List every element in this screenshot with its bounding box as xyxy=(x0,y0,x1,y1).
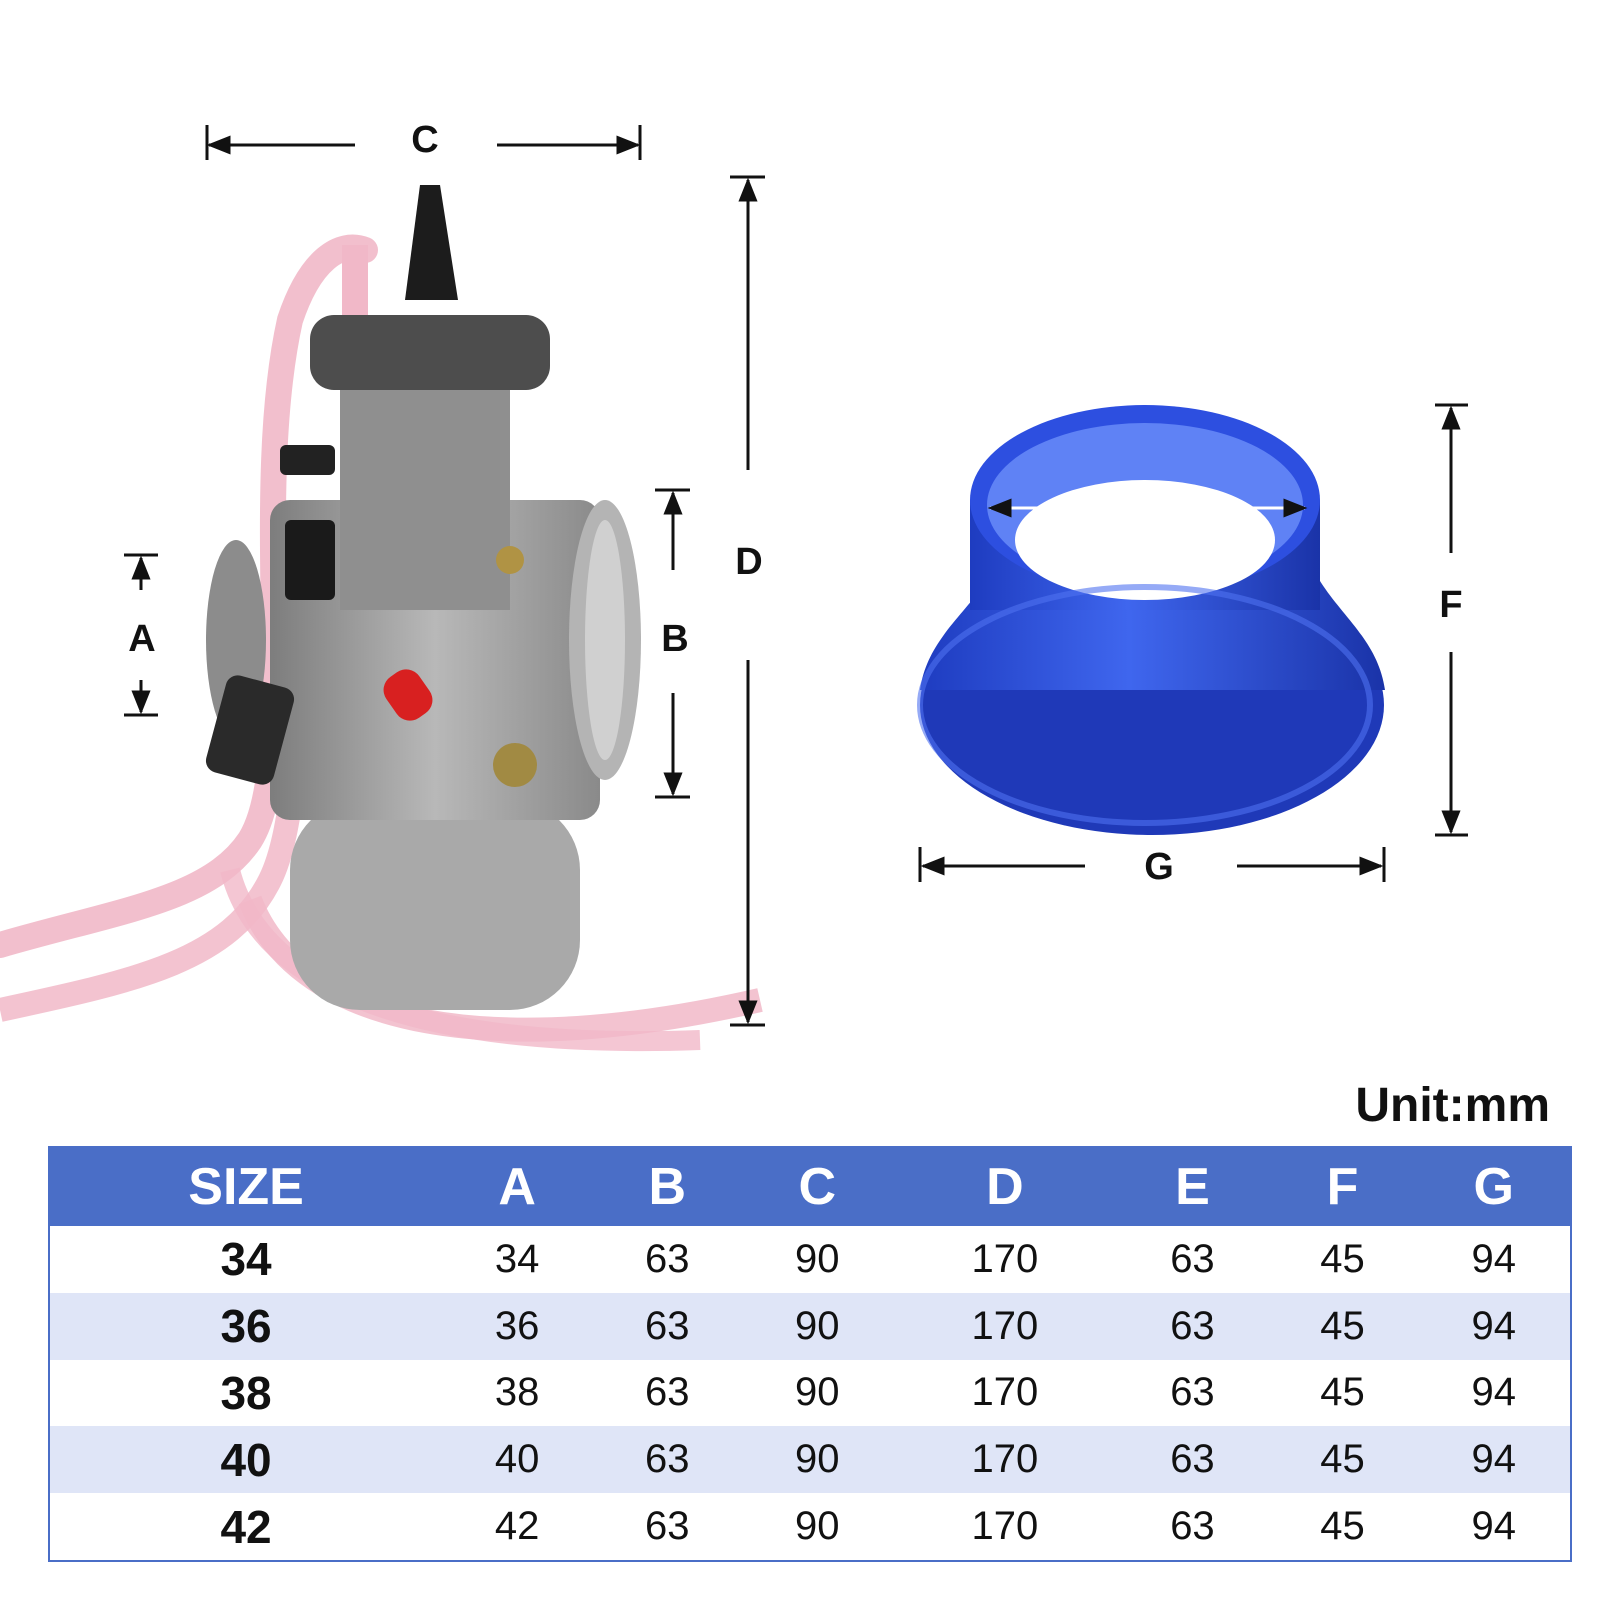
size-cell: 38 xyxy=(220,1366,272,1419)
table-cell: 63 xyxy=(1170,1370,1215,1415)
product-illustration: C D B A E F G xyxy=(0,119,1468,1052)
size-spec-table: SIZE A B C D E F G 34 34 63 90 170 63 45… xyxy=(48,1146,1572,1562)
table-cell: 63 xyxy=(1170,1504,1215,1548)
table-cell: 170 xyxy=(892,1292,1118,1360)
table-cell: 90 xyxy=(795,1504,840,1548)
dim-label-e: E xyxy=(1138,484,1163,526)
table-cell: 38 xyxy=(494,1370,540,1415)
table-row: 36 36 63 90 170 63 45 94 xyxy=(49,1292,1571,1360)
table-cell: 45 xyxy=(1267,1426,1418,1493)
size-cell: 42 xyxy=(220,1500,272,1553)
table-cell: 63 xyxy=(1170,1236,1215,1281)
velocity-stack-image xyxy=(917,405,1385,835)
table-cell: 63 xyxy=(1117,1426,1268,1493)
dim-label-c: C xyxy=(411,119,438,161)
table-header-row: SIZE A B C D E F G xyxy=(49,1147,1571,1226)
header-b: B xyxy=(592,1147,743,1226)
table-cell: 94 xyxy=(1471,1370,1517,1415)
table-cell: 36 xyxy=(442,1292,593,1360)
table-cell: 90 xyxy=(795,1370,840,1415)
dim-label-f: F xyxy=(1439,584,1462,626)
header-e: E xyxy=(1117,1147,1268,1226)
table-cell: 34 xyxy=(494,1236,540,1281)
table-cell: 63 xyxy=(644,1370,690,1415)
table-cell: 90 xyxy=(795,1236,840,1281)
table-cell: 45 xyxy=(1267,1292,1418,1360)
table-row: 34 34 63 90 170 63 45 94 xyxy=(49,1226,1571,1293)
header-g: G xyxy=(1417,1147,1571,1226)
table-cell: 170 xyxy=(971,1504,1039,1548)
table-cell: 63 xyxy=(1117,1292,1268,1360)
table-cell: 94 xyxy=(1471,1504,1517,1548)
table-cell: 63 xyxy=(592,1292,743,1360)
unit-label: Unit:mm xyxy=(1355,1079,1550,1132)
table-cell: 42 xyxy=(494,1504,540,1548)
table-cell: 90 xyxy=(742,1292,893,1360)
dimension-lines xyxy=(124,125,1468,1027)
table-cell: 170 xyxy=(892,1426,1118,1493)
table-row: 42 42 63 90 170 63 45 94 xyxy=(49,1493,1571,1561)
size-cell: 40 xyxy=(49,1426,443,1493)
dim-label-a: A xyxy=(128,618,155,660)
table-cell: 63 xyxy=(644,1236,690,1281)
table-cell: 45 xyxy=(1320,1504,1365,1548)
table-cell: 90 xyxy=(742,1426,893,1493)
table-row: 38 38 63 90 170 63 45 94 xyxy=(49,1360,1571,1427)
header-f: F xyxy=(1267,1147,1418,1226)
header-c: C xyxy=(742,1147,893,1226)
size-cell: 36 xyxy=(49,1292,443,1360)
header-d: D xyxy=(892,1147,1118,1226)
table-cell: 63 xyxy=(644,1504,690,1548)
dim-label-b: B xyxy=(661,618,688,660)
table-row: 40 40 63 90 170 63 45 94 xyxy=(49,1426,1571,1493)
table-cell: 40 xyxy=(442,1426,593,1493)
dim-label-g: G xyxy=(1144,846,1174,888)
table-cell: 45 xyxy=(1320,1370,1365,1415)
table-cell: 45 xyxy=(1320,1236,1365,1281)
table-cell: 170 xyxy=(971,1236,1039,1281)
table-cell: 170 xyxy=(971,1370,1039,1415)
size-cell: 34 xyxy=(220,1233,272,1286)
dim-label-d: D xyxy=(735,541,762,583)
table-cell: 63 xyxy=(592,1426,743,1493)
table-cell: 94 xyxy=(1417,1426,1571,1493)
header-size: SIZE xyxy=(49,1147,443,1226)
table-cell: 94 xyxy=(1417,1292,1571,1360)
table-cell: 94 xyxy=(1471,1236,1517,1281)
header-a: A xyxy=(442,1147,593,1226)
carburetor-image xyxy=(0,185,763,1052)
